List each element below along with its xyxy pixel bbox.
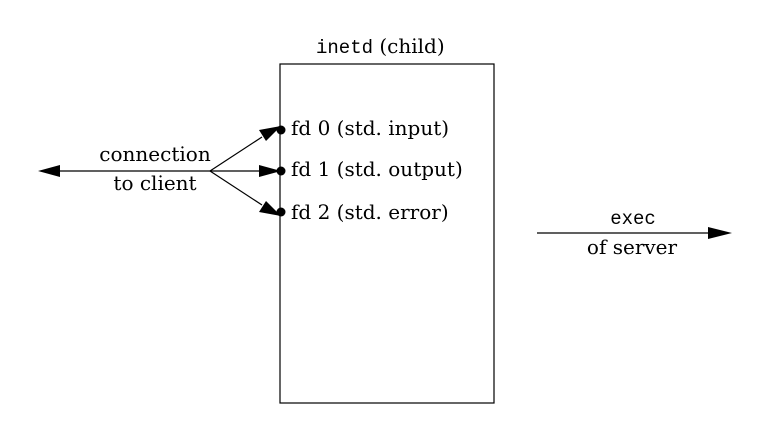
process-title-qualifier: (child) [373, 34, 445, 58]
fd2-arrowhead [259, 201, 281, 216]
fd0-arrowhead [259, 126, 281, 141]
fd0-connector [209, 136, 263, 172]
process-title-program: inetd [316, 37, 373, 59]
process-title: inetd (child) [316, 34, 445, 59]
exec-label: exec [610, 208, 656, 230]
connection-arrowhead-left [38, 165, 60, 177]
fd2-label: fd 2 (std. error) [291, 200, 449, 224]
process-box [279, 63, 495, 404]
connection-label-line2: to client [113, 171, 196, 195]
exec-sublabel: of server [587, 235, 678, 259]
fd1-arrowhead [259, 165, 281, 177]
connection-label-line1: connection [99, 142, 211, 166]
fd1-label: fd 1 (std. output) [291, 157, 463, 181]
fd0-label: fd 0 (std. input) [291, 116, 449, 140]
exec-arrowhead [708, 227, 732, 239]
fd2-connector [209, 170, 263, 206]
